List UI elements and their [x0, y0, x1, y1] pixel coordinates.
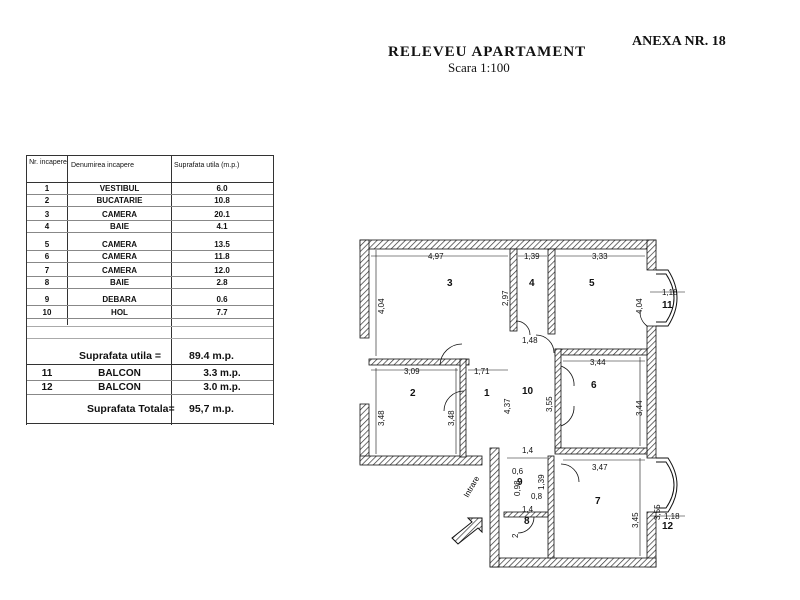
useful-area-label: Suprafata utila =	[79, 350, 161, 362]
svg-text:3,47: 3,47	[592, 463, 608, 472]
svg-text:2: 2	[511, 533, 520, 538]
dimension-lines	[371, 250, 685, 556]
room-number-8: 8	[524, 516, 530, 527]
wall-6-7	[554, 447, 648, 455]
entrance-arrow: Intrare	[451, 474, 483, 545]
room-number-2: 2	[410, 388, 416, 399]
room-numbers: 1 2 3 4 5 6 7 8 9 10 11 12	[410, 278, 674, 532]
svg-text:3,55: 3,55	[653, 504, 662, 520]
floor-plan: Intrare 1 2 3 4 5 6 7 8 9 10 11 12 4,97 …	[359, 239, 685, 568]
walls	[359, 239, 657, 568]
svg-text:3,48: 3,48	[377, 410, 386, 426]
svg-text:3,44: 3,44	[635, 400, 644, 416]
svg-text:3,45: 3,45	[631, 512, 640, 528]
outer-wall-right-top	[646, 239, 657, 271]
total-area-value: 95,7 m.p.	[189, 403, 234, 415]
table-rule	[27, 326, 273, 327]
svg-text:3,55: 3,55	[545, 396, 554, 412]
room-number-9: 9	[517, 477, 523, 488]
table-rule	[27, 364, 273, 365]
svg-text:4,04: 4,04	[377, 298, 386, 314]
svg-text:1,39: 1,39	[524, 252, 540, 261]
wall-8-top	[503, 511, 549, 518]
room-number-7: 7	[595, 496, 601, 507]
document-scale: Scara 1:100	[448, 60, 510, 75]
svg-text:1,39: 1,39	[537, 474, 546, 490]
svg-text:1,18: 1,18	[662, 288, 678, 297]
svg-text:0,8: 0,8	[531, 492, 543, 501]
room-number-3: 3	[447, 278, 453, 289]
outer-wall-bottom-right	[489, 557, 657, 568]
outer-wall-entrance	[489, 447, 500, 568]
wall-3-2	[368, 358, 470, 366]
svg-text:3,48: 3,48	[447, 410, 456, 426]
wall-5-6	[554, 348, 648, 356]
room-number-10: 10	[522, 386, 534, 397]
room-number-4: 4	[529, 278, 535, 289]
wall-4-5	[547, 248, 556, 335]
balcony-12	[656, 457, 678, 513]
wall-3-4	[509, 248, 518, 332]
useful-area-value: 89.4 m.p.	[189, 350, 234, 362]
outer-wall-top	[359, 239, 657, 250]
table-rule	[27, 423, 273, 424]
svg-text:4,97: 4,97	[428, 252, 444, 261]
table-rule	[27, 338, 273, 339]
total-area-label: Suprafata Totala=	[87, 403, 175, 415]
svg-text:2,97: 2,97	[501, 290, 510, 306]
document-title: RELEVEU APARTAMENT	[388, 44, 587, 60]
annex-number: ANEXA NR. 18	[632, 34, 726, 49]
outer-wall-left-upper	[359, 239, 370, 339]
svg-text:1,4: 1,4	[522, 505, 534, 514]
svg-text:0,98: 0,98	[513, 480, 522, 496]
balcony-11	[656, 269, 678, 327]
wall-hall-6	[554, 348, 562, 452]
rooms-table: Nr. incapere Denumirea incapere Suprafat…	[26, 155, 274, 425]
svg-text:0,6: 0,6	[512, 467, 524, 476]
room-number-6: 6	[591, 380, 597, 391]
room-number-11: 11	[662, 300, 673, 311]
svg-text:4,37: 4,37	[503, 398, 512, 414]
svg-text:1,71: 1,71	[474, 367, 490, 376]
room-number-5: 5	[589, 278, 595, 289]
column-divider	[67, 155, 68, 325]
table-header: Nr. incapere Denumirea incapere Suprafat…	[27, 155, 273, 183]
svg-text:3,09: 3,09	[404, 367, 420, 376]
svg-text:1,18: 1,18	[664, 512, 680, 521]
outer-wall-bottom-left	[359, 455, 483, 466]
column-divider	[171, 155, 172, 425]
wall-2-1	[459, 358, 467, 458]
room-number-12: 12	[662, 521, 674, 532]
wall-8-7	[547, 455, 555, 559]
svg-text:4,04: 4,04	[635, 298, 644, 314]
svg-text:3,33: 3,33	[592, 252, 608, 261]
entrance-label: Intrare	[462, 474, 482, 499]
svg-text:1,48: 1,48	[522, 336, 538, 345]
outer-wall-right-mid	[646, 325, 657, 459]
column-header-name: Denumirea incapere	[71, 162, 135, 169]
room-number-1: 1	[484, 388, 490, 399]
dimension-labels: 4,97 1,39 3,33 4,04 2,97 4,04 1,18 1,48 …	[377, 252, 680, 538]
outer-wall-left-lower	[359, 403, 370, 465]
doors	[439, 310, 648, 534]
column-header-area: Suprafata utila (m.p.)	[174, 162, 240, 169]
svg-text:3,44: 3,44	[590, 358, 606, 367]
column-header-nr: Nr. incapere	[29, 159, 67, 166]
svg-text:1,4: 1,4	[522, 446, 534, 455]
